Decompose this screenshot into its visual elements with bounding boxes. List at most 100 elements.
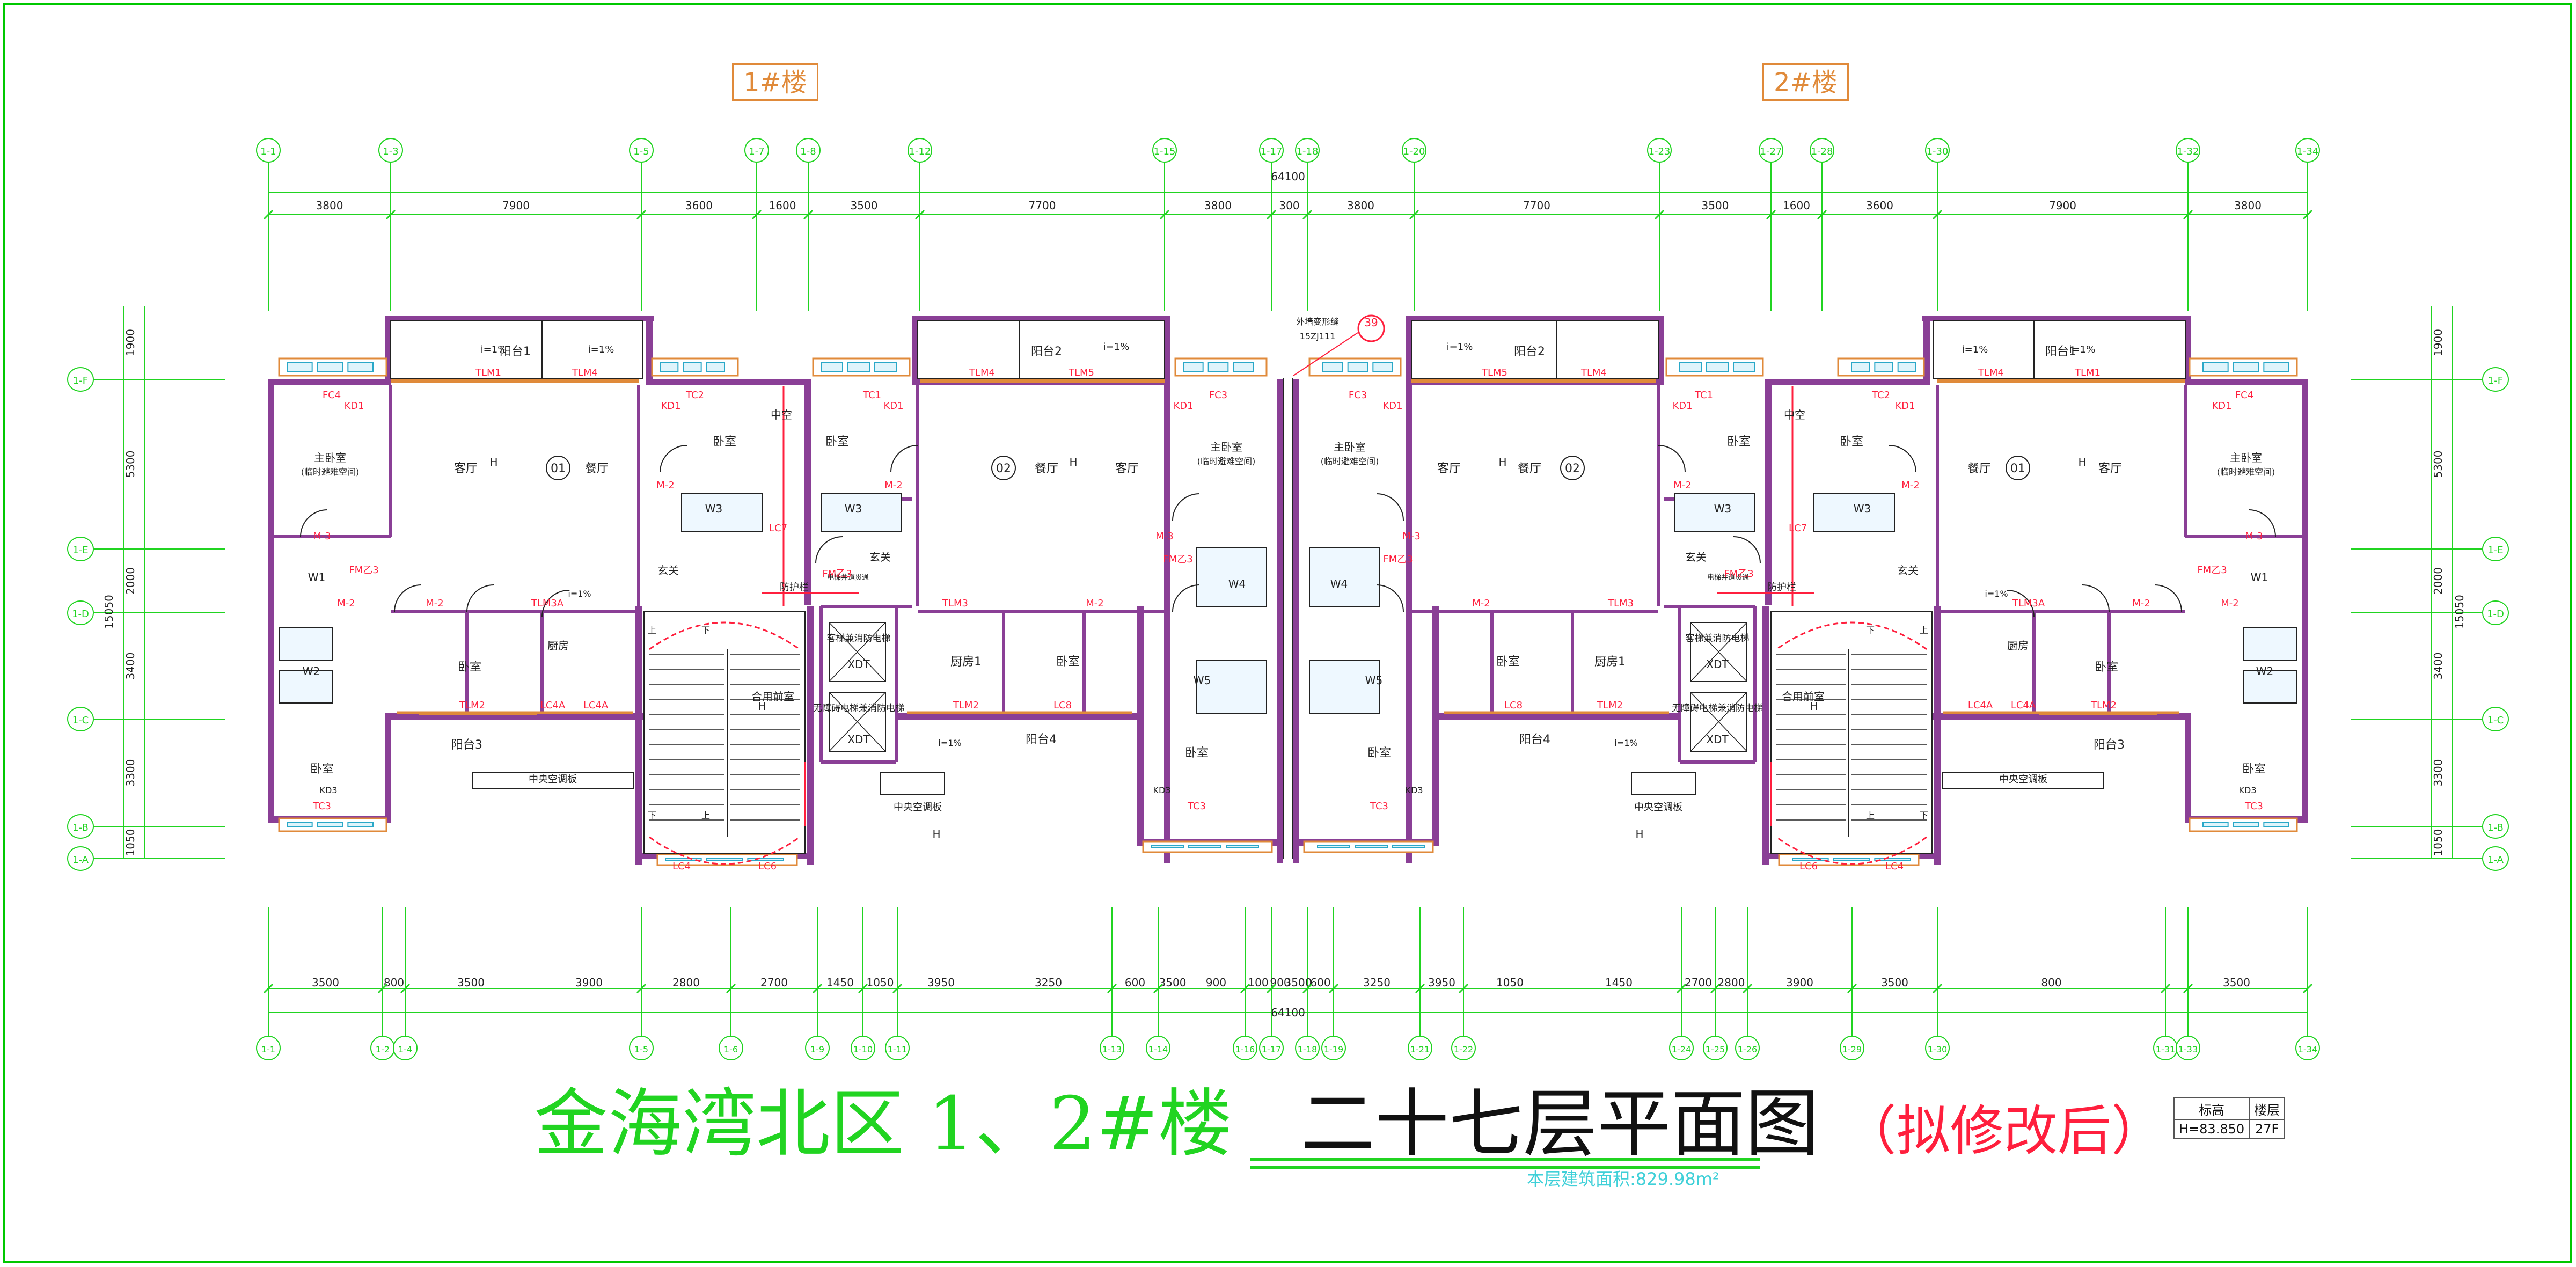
grid-label-top: 1-12 — [909, 146, 931, 157]
grid-label-top: 1-27 — [1760, 146, 1782, 157]
unit-id-circle — [991, 456, 1016, 480]
dim-overall-top: 64100 — [1271, 170, 1305, 183]
dim-top: 3800 — [1204, 199, 1232, 212]
bathtub — [2243, 627, 2297, 661]
grid-label-top: 1-34 — [2297, 146, 2319, 157]
detail-callout-leader — [1293, 332, 1358, 376]
outer-wall-west — [268, 379, 274, 823]
dim-top: 3600 — [1866, 199, 1893, 212]
grid-label-bottom: 1-19 — [1324, 1044, 1343, 1054]
room-bedroom: 卧室 — [1496, 655, 1520, 669]
door-swing — [300, 509, 328, 537]
room-shared-front: 合用前室 — [1782, 690, 1825, 703]
dim-bottom: 600 — [1125, 976, 1145, 989]
stair-box — [643, 611, 806, 854]
dim-bottom: 3950 — [927, 976, 955, 989]
window-pane — [1833, 858, 1870, 861]
opening-tag: LC8 — [1504, 700, 1523, 711]
fixture-tag: KD3 — [2239, 785, 2257, 795]
window-pane — [1183, 362, 1204, 372]
dim-bottom: 3500 — [457, 976, 485, 989]
dim-bottom: 3500 — [2223, 976, 2250, 989]
stair-wall-west — [1934, 606, 1941, 865]
project-name: 金海湾北区 1、2#楼 — [534, 1081, 1233, 1167]
dim-bottom: 1450 — [1605, 976, 1633, 989]
stair-tag: 上 — [1920, 625, 1928, 635]
grid-label-bottom: 1-21 — [1410, 1044, 1430, 1054]
dim-tick-top — [1766, 209, 1776, 220]
opening-tag: TLM4 — [572, 367, 598, 378]
dim-right: 1050 — [2432, 829, 2445, 856]
opening-tag: M-2 — [1472, 598, 1490, 609]
grid-bubble-top — [2176, 138, 2200, 163]
grid-label-bottom: 1-6 — [724, 1044, 738, 1054]
dim-bottom: 1050 — [1496, 976, 1524, 989]
opening-tag: LC4A — [2011, 700, 2036, 711]
opening-tag: TC1 — [1694, 390, 1713, 401]
room-ac-board: 中央空调板 — [894, 802, 942, 813]
grid-label-left: 1-B — [72, 822, 89, 833]
dim-left: 1900 — [124, 329, 137, 356]
dim-tick-bottom — [726, 983, 736, 994]
dim-tick-bottom — [377, 983, 388, 994]
opening-tag: TLM4 — [969, 367, 995, 378]
grid-bubble-top — [1295, 138, 1320, 163]
dim-bottom: 800 — [384, 976, 404, 989]
dim-tick-bottom — [1266, 983, 1277, 994]
unit2-bedroom-wall — [1432, 606, 1439, 843]
tag-h: H — [1069, 456, 1077, 468]
opening-tag: FM乙3 — [2197, 565, 2227, 576]
grid-bubble-bottom — [851, 1036, 875, 1060]
room-ac-board: 中央空调板 — [1634, 802, 1682, 813]
dim-tick-top — [263, 209, 274, 220]
grid-label-bottom: 1-4 — [398, 1044, 412, 1054]
grid-label-bottom: 1-26 — [1738, 1044, 1757, 1054]
room-bedroom: 卧室 — [458, 661, 481, 674]
slope-tag: i=1% — [568, 589, 591, 599]
grid-bubble-top — [744, 138, 769, 163]
room-kitchen: 厨房 — [2007, 639, 2029, 652]
tag-h: H — [489, 456, 497, 468]
opening-tag: KD1 — [344, 400, 364, 412]
bathtub — [1309, 547, 1380, 607]
room-living: 客厅 — [1437, 462, 1461, 475]
dim-top: 3800 — [316, 199, 343, 212]
bath-fixture — [681, 493, 763, 532]
bath-fixture — [1813, 493, 1895, 532]
grid-bubble-bottom — [393, 1036, 418, 1060]
opening-tag: FM乙3 — [349, 565, 378, 576]
opening-tag: TLM2 — [459, 700, 485, 711]
unit-id-circle — [2006, 456, 2030, 480]
window-pane — [874, 362, 897, 372]
dim-right: 5300 — [2432, 451, 2445, 478]
shaft-note: 电梯井道贯通 — [1707, 574, 1749, 582]
opening-tag: TLM5 — [1068, 367, 1094, 378]
dim-tick-bottom — [2302, 983, 2313, 994]
elevator-2 — [829, 692, 886, 752]
opening-tag: TC2 — [685, 390, 704, 401]
grid-label-top: 1-18 — [1297, 146, 1319, 157]
door-swing — [2154, 584, 2182, 612]
door-swing — [541, 590, 569, 618]
room-balcony3: 阳台3 — [451, 738, 482, 752]
window-pane — [1322, 362, 1343, 372]
door-swing — [1376, 493, 1404, 521]
grid-label-right: 1-C — [2487, 715, 2504, 726]
window-pane — [847, 362, 870, 372]
grid-bubble-left — [67, 367, 94, 392]
window-pane — [2202, 362, 2229, 372]
revision-note: （拟修改后） — [1842, 1100, 2165, 1162]
window-pane — [317, 362, 343, 372]
room-balcony3: 阳台3 — [2094, 738, 2125, 752]
bath-fixture — [1674, 493, 1755, 532]
stair-tag: 下 — [1866, 625, 1875, 635]
dim-overall-bottom: 64100 — [1271, 1006, 1305, 1019]
opening-tag: KD1 — [2212, 400, 2231, 412]
grid-bubble-bottom — [1840, 1036, 1864, 1060]
dim-bottom: 1450 — [826, 976, 854, 989]
room-bedroom: 卧室 — [825, 435, 849, 449]
core-wall — [1277, 379, 1283, 863]
elevator-1 — [829, 622, 886, 682]
grid-bubble-top — [1402, 138, 1426, 163]
window-pane — [2263, 362, 2289, 372]
